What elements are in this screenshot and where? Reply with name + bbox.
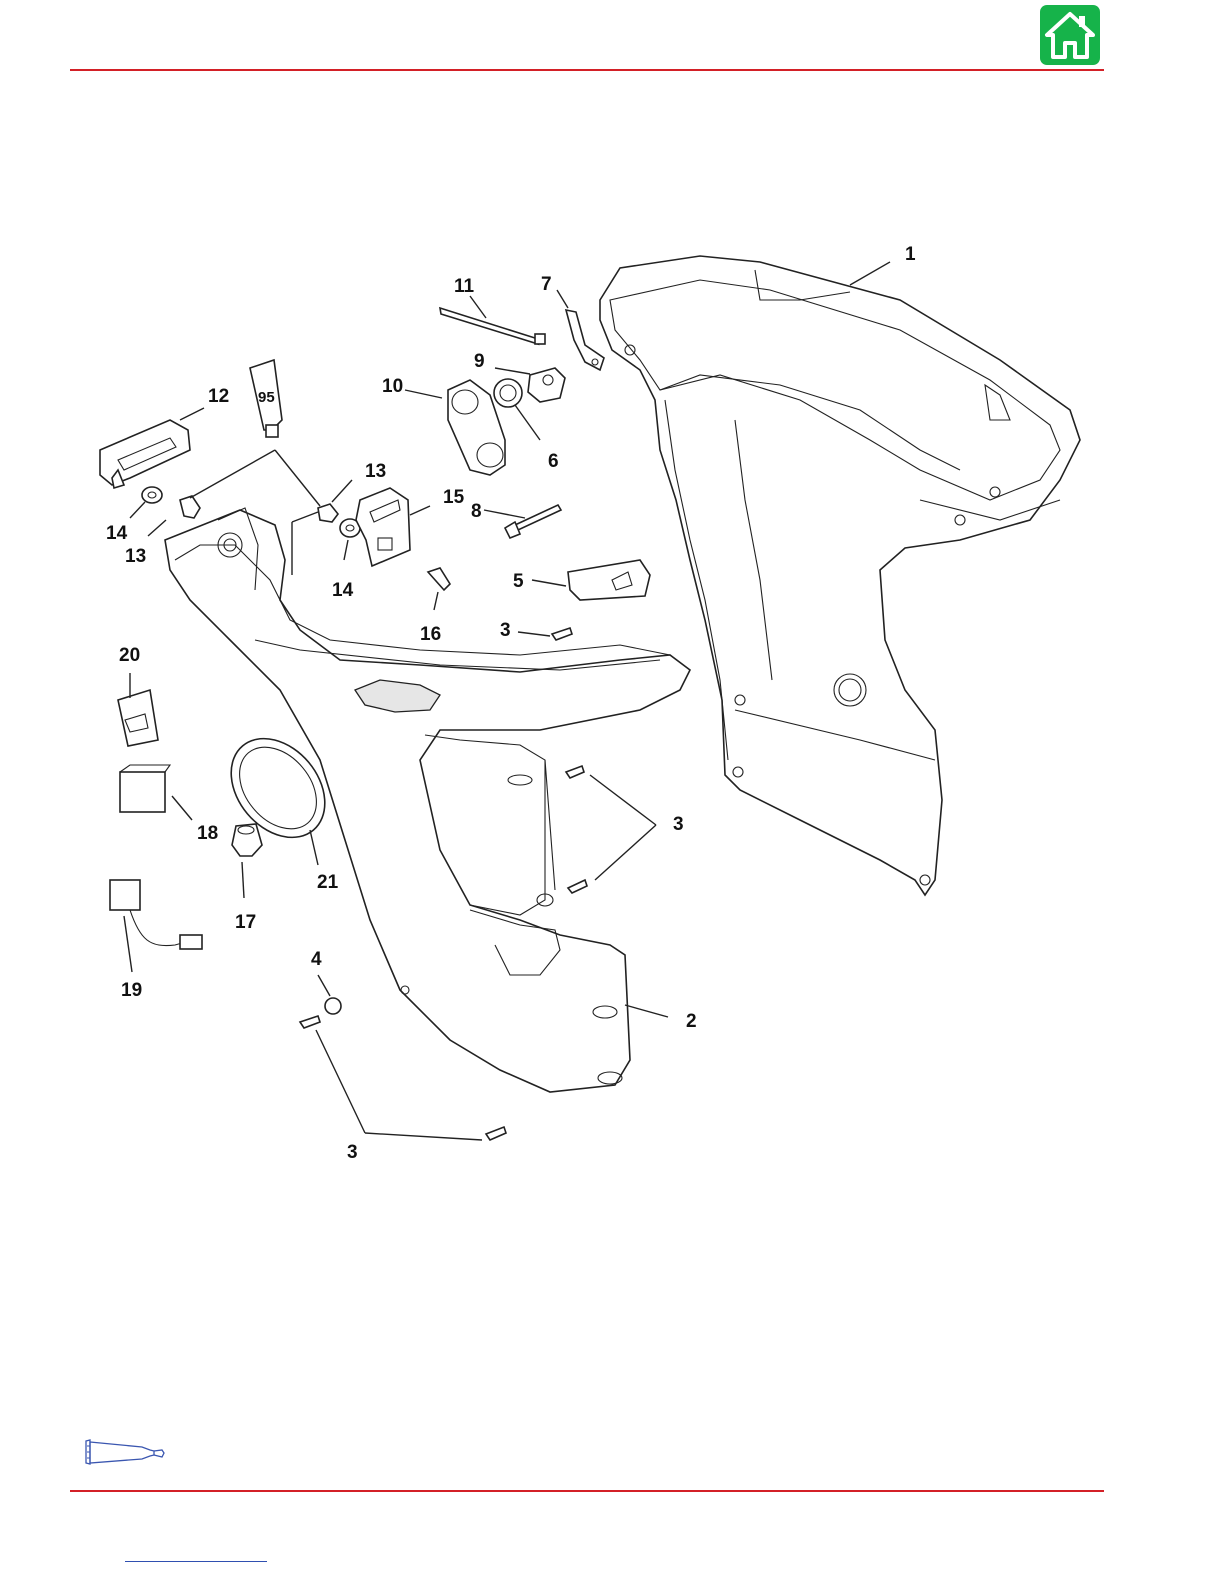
lubricant-tube-icon xyxy=(84,1438,168,1468)
callout-2: 2 xyxy=(686,1011,697,1032)
callout-8: 8 xyxy=(471,501,482,522)
callout-6: 6 xyxy=(548,451,559,472)
callout-3: 3 xyxy=(500,620,511,641)
footer-rule xyxy=(70,1490,1104,1492)
callout-3: 3 xyxy=(673,814,684,835)
part-18-plug[interactable] xyxy=(120,765,170,812)
callout-10: 10 xyxy=(382,376,403,397)
part-lubricant-tube: 95 xyxy=(250,360,282,437)
part-8-long-screw[interactable] xyxy=(505,505,561,538)
part-13-nut-left[interactable] xyxy=(180,496,200,518)
callout-16: 16 xyxy=(420,624,441,645)
part-5-bracket[interactable] xyxy=(568,560,650,600)
callout-13: 13 xyxy=(365,461,386,482)
part-4-washer[interactable] xyxy=(325,998,341,1014)
callout-19: 19 xyxy=(121,980,142,1001)
part-11-tie-strap[interactable] xyxy=(440,308,545,344)
part-3-screw-a[interactable] xyxy=(552,628,572,640)
callout-18: 18 xyxy=(197,823,218,844)
callout-20: 20 xyxy=(119,645,140,666)
part-3-screw-e[interactable] xyxy=(486,1127,506,1140)
callout-9: 9 xyxy=(474,351,485,372)
callout-14: 14 xyxy=(106,523,128,544)
part-15-latch-plate[interactable] xyxy=(356,488,410,566)
part-14-washer-left[interactable] xyxy=(142,487,162,503)
part-9-grommet[interactable] xyxy=(528,368,565,402)
part-3-screw-c[interactable] xyxy=(568,880,587,893)
callout-7: 7 xyxy=(541,274,552,295)
part-13-nut-middle[interactable] xyxy=(318,504,338,522)
callout-11: 11 xyxy=(454,276,475,297)
callout-15: 15 xyxy=(443,487,465,508)
part-16-screw[interactable] xyxy=(428,568,450,590)
callout-5: 5 xyxy=(513,571,524,592)
part-6-seal-ring[interactable] xyxy=(494,379,522,407)
callout-13: 13 xyxy=(125,546,146,567)
part-19-wire-harness[interactable] xyxy=(110,880,202,949)
callout-21: 21 xyxy=(317,872,339,893)
callout-1: 1 xyxy=(905,244,916,265)
callout-3: 3 xyxy=(347,1142,358,1163)
part-12-handle[interactable] xyxy=(100,420,190,488)
part-3-screw-d[interactable] xyxy=(300,1016,320,1028)
callout-17: 17 xyxy=(235,912,256,933)
callout-14: 14 xyxy=(332,580,354,601)
page-link[interactable] xyxy=(125,1551,267,1562)
tube-label: 95 xyxy=(258,389,275,406)
part-7-bracket[interactable] xyxy=(566,310,604,370)
part-3-screw-b[interactable] xyxy=(566,766,584,778)
part-17-bumper[interactable] xyxy=(232,824,262,856)
callout-4: 4 xyxy=(311,949,322,970)
part-20-clip[interactable] xyxy=(118,690,158,746)
part-1-cowl-half[interactable] xyxy=(600,256,1080,895)
callout-12: 12 xyxy=(208,386,229,407)
